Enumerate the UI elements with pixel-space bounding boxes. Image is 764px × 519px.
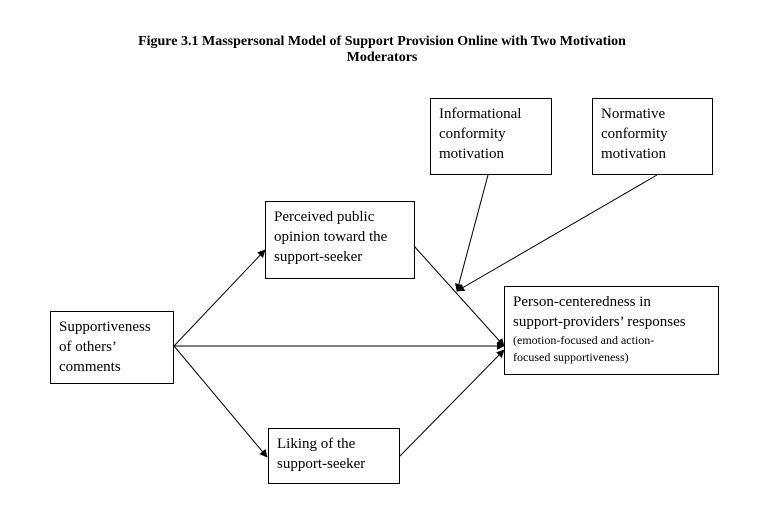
node-public-opinion: Perceived public opinion toward the supp… bbox=[265, 201, 415, 279]
arrow-supportiveness-to-public-opinion bbox=[173, 249, 266, 347]
node-supportiveness-line-3: comments bbox=[59, 359, 121, 375]
node-normative-line-1: Normative bbox=[601, 106, 666, 122]
figure-title: Figure 3.1 Masspersonal Model of Support… bbox=[0, 34, 764, 66]
node-liking-line-1: Liking of the bbox=[277, 436, 356, 452]
node-person-centeredness-note-2: focused supportiveness) bbox=[513, 350, 629, 364]
node-liking: Liking of the support-seeker bbox=[268, 428, 400, 484]
node-informational-motivation: Informational conformity motivation bbox=[430, 98, 552, 175]
arrow-liking-to-person-centeredness bbox=[398, 349, 505, 458]
node-informational-line-2: conformity bbox=[439, 126, 506, 142]
arrow-supportiveness-to-liking bbox=[173, 345, 268, 458]
node-normative-line-2: conformity bbox=[601, 126, 668, 142]
arrow-normative-moderator bbox=[456, 174, 658, 292]
node-liking-line-2: support-seeker bbox=[277, 456, 366, 472]
figure-title-line-2: Moderators bbox=[346, 50, 418, 65]
node-public-opinion-line-3: support-seeker bbox=[274, 249, 363, 265]
node-informational-line-1: Informational bbox=[439, 106, 522, 122]
node-public-opinion-line-1: Perceived public bbox=[274, 209, 375, 225]
node-supportiveness-line-2: of others’ bbox=[59, 339, 117, 355]
node-person-centeredness-line-2: support-providers’ responses bbox=[513, 314, 686, 330]
arrow-informational-moderator bbox=[454, 174, 489, 292]
node-informational-line-3: motivation bbox=[439, 146, 504, 162]
node-supportiveness: Supportiveness of others’ comments bbox=[50, 311, 174, 384]
figure-title-line-1: Figure 3.1 Masspersonal Model of Support… bbox=[138, 34, 626, 49]
node-normative-line-3: motivation bbox=[601, 146, 666, 162]
node-normative-motivation: Normative conformity motivation bbox=[592, 98, 713, 175]
node-person-centeredness: Person-centeredness in support-providers… bbox=[504, 286, 719, 375]
node-public-opinion-line-2: opinion toward the bbox=[274, 229, 388, 245]
arrow-public-opinion-to-person-centeredness bbox=[413, 245, 505, 347]
node-person-centeredness-line-1: Person-centeredness in bbox=[513, 294, 651, 310]
node-person-centeredness-note-1: (emotion-focused and action- bbox=[513, 333, 655, 347]
node-supportiveness-line-1: Supportiveness bbox=[59, 319, 151, 335]
